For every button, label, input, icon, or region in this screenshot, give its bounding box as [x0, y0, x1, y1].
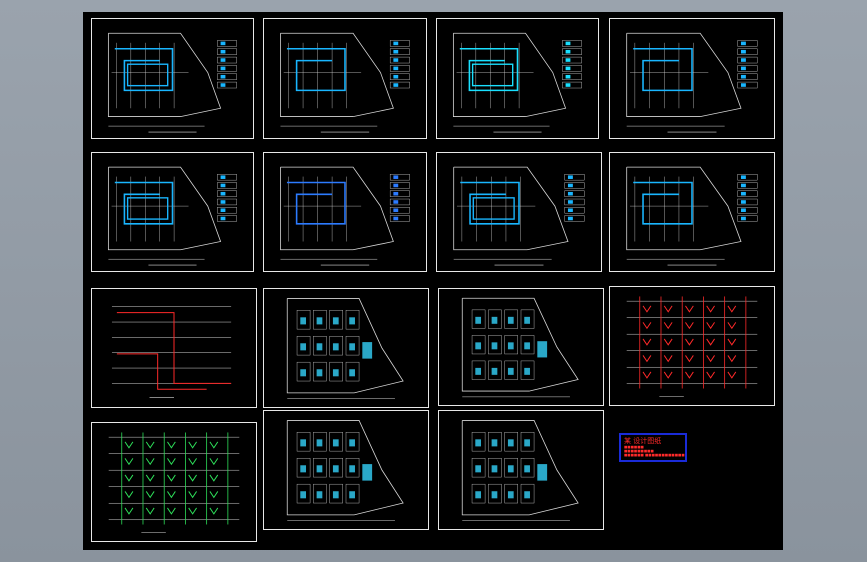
drawing-sheet-2[interactable] — [263, 18, 427, 139]
drawing-sheet-12[interactable] — [609, 286, 775, 406]
drawing-sheet-11[interactable] — [438, 288, 604, 406]
system-grid-12 — [626, 296, 758, 398]
floor-plan-11 — [461, 297, 579, 398]
floor-plan-6 — [280, 166, 410, 266]
floor-plan-4 — [626, 32, 758, 133]
floor-plan-15 — [461, 420, 579, 521]
system-grid-13 — [108, 432, 240, 534]
floor-plan-7 — [453, 166, 585, 266]
drawing-sheet-6[interactable] — [263, 152, 427, 272]
drawing-sheet-3[interactable] — [436, 18, 599, 139]
floor-plan-3 — [452, 32, 582, 133]
title-block-line-2: ■■■■■■■■■ — [624, 449, 654, 453]
title-block-legend[interactable]: 某 设计图纸 ■■■■■■ ■■■■■■■■■ ■■■■■■ ■■■■■■■■■… — [619, 433, 687, 462]
floor-plan-5 — [107, 166, 237, 266]
floor-plan-14 — [286, 420, 404, 521]
drawing-sheet-15[interactable] — [438, 410, 604, 530]
drawing-sheet-7[interactable] — [436, 152, 602, 272]
floor-plan-1 — [107, 32, 237, 133]
title-block-line-3: ■■■■■■ ■■■■■■■■■■■■ — [624, 453, 685, 457]
drawing-sheet-1[interactable] — [91, 18, 254, 139]
title-block-line-1: ■■■■■■ — [624, 445, 644, 449]
riser-diagram-9 — [111, 306, 232, 398]
drawing-sheet-5[interactable] — [91, 152, 254, 272]
drawing-sheet-8[interactable] — [609, 152, 775, 272]
drawing-sheet-14[interactable] — [263, 410, 429, 530]
floor-plan-10 — [286, 298, 404, 399]
drawing-sheet-9[interactable] — [91, 288, 257, 408]
floor-plan-2 — [280, 32, 410, 133]
title-block-heading: 某 设计图纸 — [624, 437, 662, 445]
drawing-sheet-4[interactable] — [609, 18, 775, 139]
drawing-sheet-10[interactable] — [263, 288, 429, 408]
drawing-sheet-13[interactable] — [91, 422, 257, 542]
floor-plan-8 — [626, 166, 758, 266]
drawing-canvas[interactable]: 某 设计图纸 ■■■■■■ ■■■■■■■■■ ■■■■■■ ■■■■■■■■■… — [83, 12, 783, 550]
